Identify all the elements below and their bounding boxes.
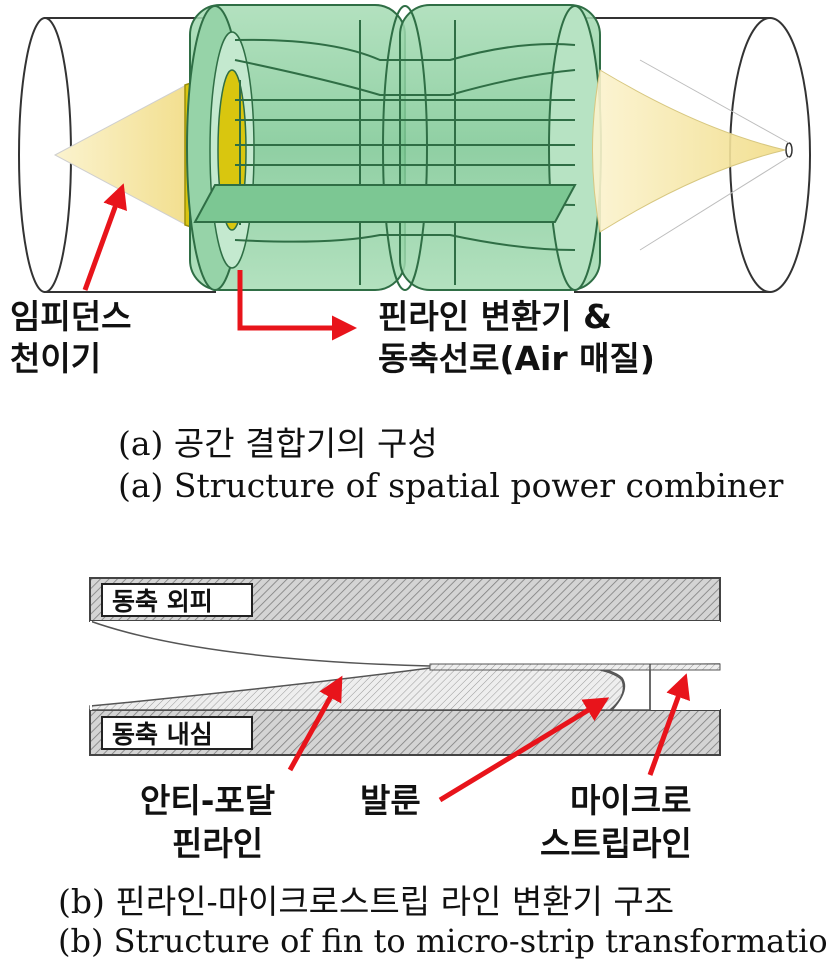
right-impedance-cone	[592, 69, 786, 233]
antipodal-finline-label-line2: 핀라인	[172, 824, 263, 863]
arrows-a	[82, 183, 357, 341]
antipodal-finline-label-line1: 안티-포달	[140, 781, 275, 820]
finline-label-line2: 동축선로(Air 매질)	[378, 339, 655, 378]
lower-fin-taper	[89, 667, 625, 711]
balun-label: 발룬	[360, 781, 421, 820]
impedance-transformer-label-line1: 임피던스	[10, 297, 131, 336]
outer-conductor-label: 동축 외피	[112, 587, 213, 616]
upper-fin-taper	[90, 621, 720, 666]
caption-a-korean: (a) 공간 결합기의 구성	[118, 424, 438, 463]
finline-label-line1: 핀라인 변환기 &	[378, 297, 612, 336]
spatial-combiner-drawing	[18, 4, 811, 341]
caption-b-english: (b) Structure of fin to micro-strip tran…	[58, 922, 827, 960]
inner-conductor-label: 동축 내심	[112, 720, 213, 749]
arrows-b	[287, 673, 690, 803]
microstrip-label-line2: 스트립라인	[540, 824, 692, 863]
finline-section	[186, 4, 602, 291]
microstrip-label-line1: 마이크로	[570, 781, 691, 820]
impedance-transformer-label-line2: 천이기	[10, 339, 101, 378]
caption-b-korean: (b) 핀라인-마이크로스트립 라인 변환기 구조	[58, 882, 675, 921]
microstrip-line	[429, 663, 721, 671]
caption-a-english: (a) Structure of spatial power combiner	[118, 466, 784, 505]
transition-drawing	[89, 577, 721, 803]
